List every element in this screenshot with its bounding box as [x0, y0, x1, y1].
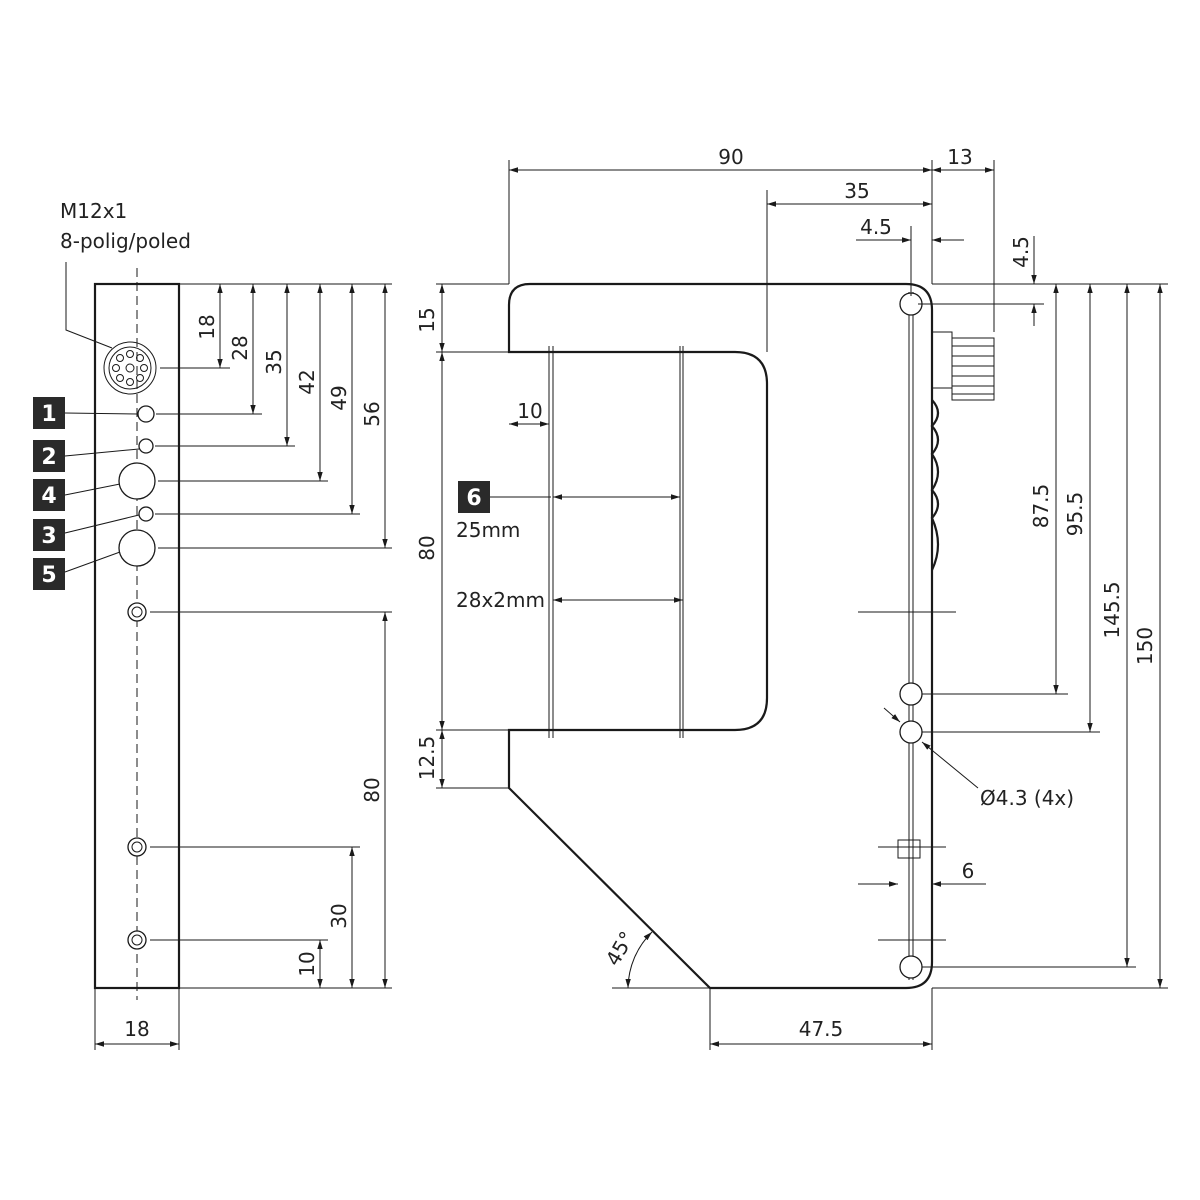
- svg-text:1: 1: [41, 402, 56, 427]
- dim-front-4-5-v: 4.5: [1009, 236, 1033, 268]
- dim-front-10: 10: [517, 399, 542, 423]
- dim-side-35: 35: [262, 349, 286, 374]
- front-hole-3: [899, 720, 923, 744]
- svg-text:2: 2: [41, 445, 56, 470]
- dim-front-95-5: 95.5: [1063, 492, 1087, 537]
- callout-4: 4: [33, 479, 121, 511]
- led-3: [138, 506, 154, 522]
- svg-text:6: 6: [466, 486, 481, 511]
- dim-side-56: 56: [360, 401, 384, 426]
- dim-front-4-5-h: 4.5: [860, 215, 892, 239]
- led-2: [138, 438, 154, 454]
- side-hole-2: [127, 837, 147, 857]
- side-led-bumps: [930, 399, 940, 571]
- led-1: [137, 405, 155, 423]
- note-hole-diameter: Ø4.3 (4x): [980, 786, 1074, 810]
- callout-5: 5: [33, 551, 121, 590]
- dim-front-150: 150: [1133, 627, 1157, 665]
- connector-spec: M12x1: [60, 199, 127, 223]
- front-hole-4: [899, 955, 923, 979]
- callout-3: 3: [33, 514, 140, 551]
- m12-connector: [103, 341, 157, 395]
- indicator-5: [118, 529, 156, 567]
- angle-45: 45°: [601, 927, 640, 970]
- front-hole-2: [899, 682, 923, 706]
- front-view: 90 13 35 4.5 4.5 15 80 12.5 10 6 25mm 28: [415, 145, 1168, 1050]
- dim-side-10: 10: [295, 951, 319, 976]
- dim-front-13: 13: [947, 145, 972, 169]
- side-hole-3: [127, 930, 147, 950]
- callout-2: 2: [33, 440, 140, 472]
- svg-text:3: 3: [41, 524, 56, 549]
- svg-text:4: 4: [41, 484, 56, 509]
- dim-front-12-5: 12.5: [415, 736, 439, 781]
- dim-front-47-5: 47.5: [799, 1017, 844, 1041]
- dim-side-49: 49: [327, 385, 351, 410]
- front-body-outline: [507, 282, 934, 990]
- dim-side-80: 80: [360, 777, 384, 802]
- connector-pins: 8-polig/poled: [60, 229, 191, 253]
- note-slot-28x2mm: 28x2mm: [456, 588, 545, 612]
- dim-front-35: 35: [844, 179, 869, 203]
- dim-front-87-5: 87.5: [1029, 484, 1053, 529]
- indicator-4: [118, 462, 156, 500]
- dim-front-80: 80: [415, 535, 439, 560]
- dim-front-15: 15: [415, 307, 439, 332]
- front-connector: [931, 331, 995, 401]
- callout-1: 1: [33, 397, 139, 429]
- callout-6: 6: [458, 481, 551, 513]
- dim-front-6: 6: [962, 859, 975, 883]
- side-hole-1: [127, 602, 147, 622]
- dim-side-30: 30: [327, 903, 351, 928]
- side-view: M12x1 8-polig/poled: [33, 199, 392, 1050]
- dim-side-42: 42: [295, 369, 319, 394]
- dim-side-18: 18: [195, 314, 219, 339]
- dim-side-28: 28: [228, 335, 252, 360]
- dim-front-90: 90: [718, 145, 743, 169]
- dim-side-width-18: 18: [124, 1017, 149, 1041]
- dim-front-145-5: 145.5: [1100, 581, 1124, 638]
- note-slot-25mm: 25mm: [456, 518, 520, 542]
- svg-text:5: 5: [41, 563, 56, 588]
